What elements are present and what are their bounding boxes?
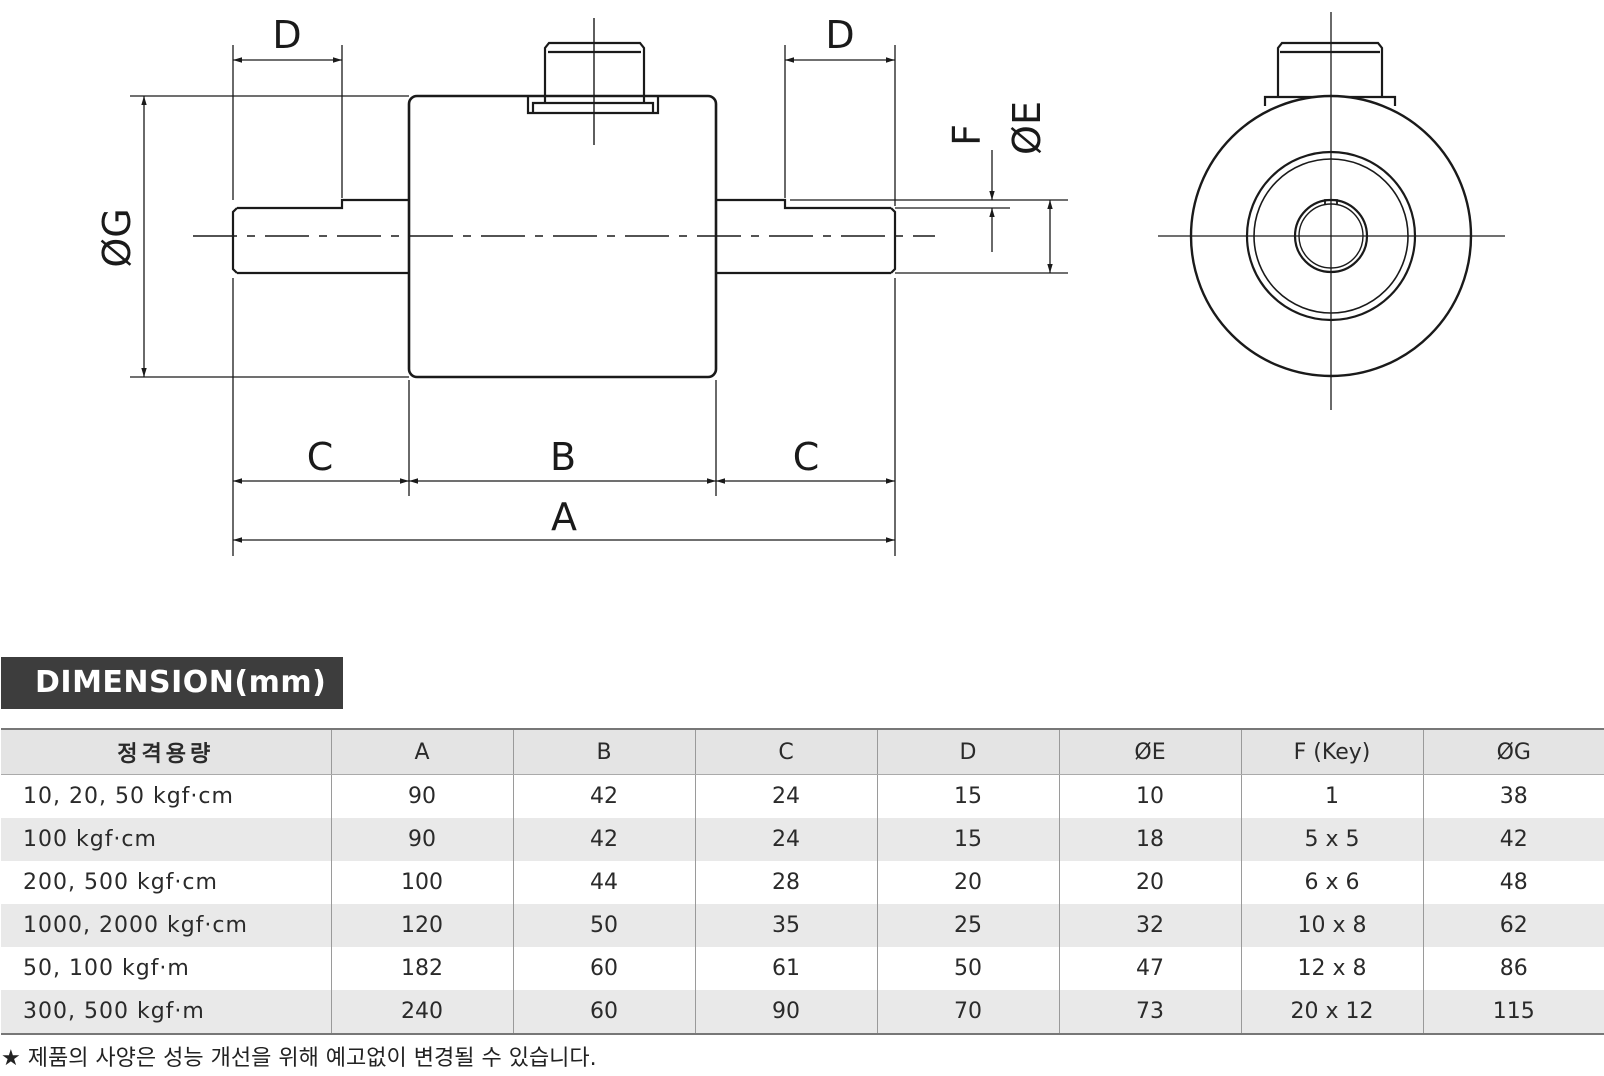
cell-b: 50 bbox=[512, 904, 695, 947]
cell-d: 20 bbox=[876, 861, 1059, 904]
front-view bbox=[193, 18, 935, 379]
cell-d: 25 bbox=[876, 904, 1059, 947]
right-shaft bbox=[716, 198, 897, 275]
cell-capacity: 1000, 2000 kgf·cm bbox=[1, 904, 331, 947]
cell-e: 47 bbox=[1058, 947, 1241, 990]
cell-b: 42 bbox=[512, 774, 695, 818]
cell-g: 42 bbox=[1422, 818, 1604, 861]
table-row: 10, 20, 50 kgf·cm 90 42 24 15 10 1 38 bbox=[1, 774, 1604, 818]
cell-d: 15 bbox=[876, 818, 1059, 861]
connector bbox=[526, 96, 660, 115]
header-b: B bbox=[512, 728, 695, 775]
cell-f-key: 6 x 6 bbox=[1240, 861, 1423, 904]
cell-d: 50 bbox=[876, 947, 1059, 990]
technical-drawing: D D ØG F ØE C B C A bbox=[95, 12, 1505, 556]
label-c-right: C bbox=[793, 435, 820, 479]
cell-f-key: 1 bbox=[1240, 774, 1423, 818]
header-a: A bbox=[330, 728, 513, 775]
table-row: 300, 500 kgf·m 240 60 90 70 73 20 x 12 1… bbox=[1, 990, 1604, 1035]
cell-e: 32 bbox=[1058, 904, 1241, 947]
left-shaft bbox=[231, 198, 410, 275]
label-d-left: D bbox=[272, 13, 301, 57]
cell-a: 90 bbox=[330, 774, 513, 818]
dimension-lines bbox=[141, 57, 1053, 543]
cell-e: 20 bbox=[1058, 861, 1241, 904]
cell-a: 100 bbox=[330, 861, 513, 904]
cell-c: 35 bbox=[694, 904, 877, 947]
cell-a: 90 bbox=[330, 818, 513, 861]
cell-a: 120 bbox=[330, 904, 513, 947]
cell-capacity: 100 kgf·cm bbox=[1, 818, 331, 861]
cell-b: 44 bbox=[512, 861, 695, 904]
cell-c: 90 bbox=[694, 990, 877, 1035]
header-f-key: F (Key) bbox=[1240, 728, 1423, 775]
cell-f-key: 5 x 5 bbox=[1240, 818, 1423, 861]
table-row: 1000, 2000 kgf·cm 120 50 35 25 32 10 x 8… bbox=[1, 904, 1604, 947]
cell-c: 24 bbox=[694, 818, 877, 861]
cell-f-key: 12 x 8 bbox=[1240, 947, 1423, 990]
cell-e: 73 bbox=[1058, 990, 1241, 1035]
cell-c: 24 bbox=[694, 774, 877, 818]
cell-g: 48 bbox=[1422, 861, 1604, 904]
label-g: ØG bbox=[95, 208, 139, 267]
cell-a: 182 bbox=[330, 947, 513, 990]
cell-a: 240 bbox=[330, 990, 513, 1035]
label-d-right: D bbox=[825, 13, 854, 57]
cell-c: 61 bbox=[694, 947, 877, 990]
cell-f-key: 10 x 8 bbox=[1240, 904, 1423, 947]
label-b: B bbox=[550, 435, 576, 479]
header-d: D bbox=[876, 728, 1059, 775]
table-row: 100 kgf·cm 90 42 24 15 18 5 x 5 42 bbox=[1, 818, 1604, 861]
cell-f-key: 20 x 12 bbox=[1240, 990, 1423, 1035]
header-c: C bbox=[694, 728, 877, 775]
cell-d: 15 bbox=[876, 774, 1059, 818]
label-e: ØE bbox=[1005, 101, 1049, 155]
header-g: ØG bbox=[1422, 728, 1604, 775]
cell-d: 70 bbox=[876, 990, 1059, 1035]
cell-e: 18 bbox=[1058, 818, 1241, 861]
cell-capacity: 300, 500 kgf·m bbox=[1, 990, 331, 1035]
table-row: 50, 100 kgf·m 182 60 61 50 47 12 x 8 86 bbox=[1, 947, 1604, 990]
cell-b: 60 bbox=[512, 990, 695, 1035]
cell-g: 115 bbox=[1422, 990, 1604, 1035]
extension-lines bbox=[130, 45, 1068, 556]
cell-capacity: 10, 20, 50 kgf·cm bbox=[23, 784, 234, 809]
label-f: F bbox=[945, 124, 989, 146]
header-capacity: 정격용량 bbox=[1, 728, 331, 775]
disclaimer-note: ★ 제품의 사양은 성능 개선을 위해 예고없이 변경될 수 있습니다. bbox=[1, 1046, 597, 1071]
cell-g: 86 bbox=[1422, 947, 1604, 990]
cell-g: 38 bbox=[1422, 774, 1604, 818]
table-row: 200, 500 kgf·cm 100 44 28 20 20 6 x 6 48 bbox=[1, 861, 1604, 904]
dimension-table: 정격용량 A B C D ØE F (Key) ØG 10, 20, 50 kg… bbox=[1, 728, 1604, 1035]
label-c-left: C bbox=[307, 435, 334, 479]
cell-capacity: 50, 100 kgf·m bbox=[23, 956, 190, 981]
side-view bbox=[1158, 12, 1505, 410]
cell-e: 10 bbox=[1058, 774, 1241, 818]
cell-capacity: 200, 500 kgf·cm bbox=[23, 870, 218, 895]
table-header-row: 정격용량 A B C D ØE F (Key) ØG bbox=[1, 728, 1604, 775]
label-a: A bbox=[551, 495, 577, 539]
header-e: ØE bbox=[1058, 728, 1241, 775]
cell-b: 42 bbox=[512, 818, 695, 861]
cell-b: 60 bbox=[512, 947, 695, 990]
section-title: DIMENSION(mm) bbox=[1, 657, 343, 709]
cell-c: 28 bbox=[694, 861, 877, 904]
cell-g: 62 bbox=[1422, 904, 1604, 947]
